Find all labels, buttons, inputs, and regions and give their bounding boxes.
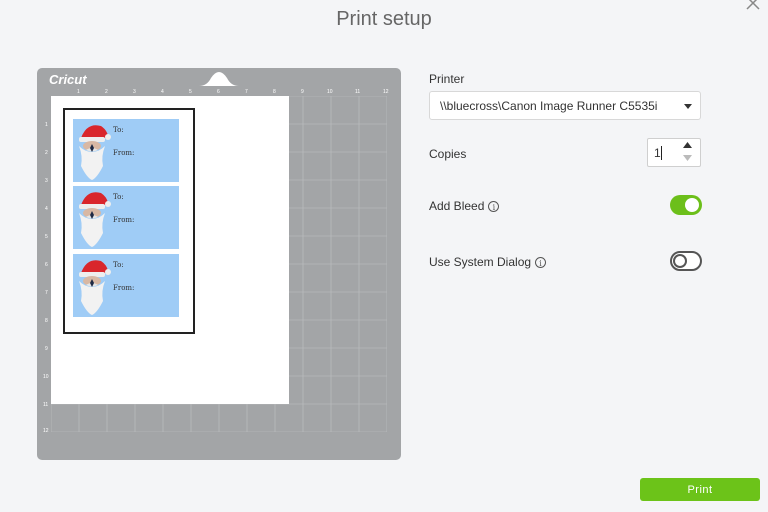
system-dialog-toggle[interactable] (670, 251, 702, 271)
gift-tag: To: From: (73, 186, 179, 249)
tag-from-label: From: (113, 284, 135, 292)
info-icon[interactable]: i (535, 257, 547, 269)
toggle-knob (685, 198, 699, 212)
print-button[interactable]: Print (640, 478, 760, 501)
ruler-tick: 1 (45, 122, 48, 128)
gift-tag: To: From: (73, 119, 179, 182)
ruler-tick: 11 (355, 89, 361, 95)
close-icon[interactable] (744, 0, 762, 12)
tag-from-label: From: (113, 149, 135, 157)
ruler-tick: 6 (217, 89, 220, 95)
mat-notch-icon (199, 72, 239, 86)
ruler-tick: 5 (45, 234, 48, 240)
ruler-tick: 4 (45, 206, 48, 212)
ruler-tick: 8 (45, 318, 48, 324)
cricut-logo: Cricut (49, 72, 87, 87)
ruler-tick: 10 (43, 374, 49, 380)
ruler-tick: 7 (245, 89, 248, 95)
ruler-tick: 12 (43, 428, 49, 434)
santa-icon (79, 192, 111, 247)
add-bleed-toggle[interactable] (670, 195, 702, 215)
ruler-tick: 10 (327, 89, 333, 95)
gift-tag: To: From: (73, 254, 179, 317)
tag-from-label: From: (113, 216, 135, 224)
toggle-knob (673, 254, 687, 268)
text-cursor (661, 146, 662, 160)
ruler-tick: 4 (161, 89, 164, 95)
ruler-tick: 12 (383, 89, 389, 95)
ruler-tick: 5 (189, 89, 192, 95)
printer-value: \\bluecross\Canon Image Runner C5535i (440, 99, 658, 113)
ruler-tick: 2 (45, 150, 48, 156)
ruler-tick: 9 (301, 89, 304, 95)
ruler-tick: 9 (45, 346, 48, 352)
ruler-tick: 6 (45, 262, 48, 268)
mat-preview: Cricut 1 (37, 68, 401, 460)
printer-label: Printer (429, 72, 465, 86)
decrement-icon[interactable] (683, 155, 692, 161)
dialog-title: Print setup (336, 8, 432, 30)
santa-icon (79, 125, 111, 180)
ruler-tick: 7 (45, 290, 48, 296)
ruler-tick: 3 (133, 89, 136, 95)
copies-label: Copies (429, 147, 467, 161)
increment-icon[interactable] (683, 142, 692, 148)
printer-select[interactable]: \\bluecross\Canon Image Runner C5535i (429, 91, 701, 120)
copies-stepper[interactable]: 1 (647, 138, 701, 167)
chevron-down-icon (684, 104, 692, 109)
tag-to-label: To: (113, 193, 124, 201)
tag-to-label: To: (113, 126, 124, 134)
ruler-tick: 2 (105, 89, 108, 95)
add-bleed-label: Add Bleed (429, 199, 485, 213)
tag-to-label: To: (113, 261, 124, 269)
copies-value: 1 (654, 146, 661, 160)
system-dialog-label: Use System Dialog (429, 255, 532, 269)
santa-icon (79, 260, 111, 315)
ruler-tick: 8 (273, 89, 276, 95)
info-icon[interactable]: i (488, 201, 500, 213)
ruler-tick: 3 (45, 178, 48, 184)
ruler-tick: 11 (43, 402, 49, 408)
print-then-cut-group[interactable]: To: From: To: From: (63, 108, 195, 334)
ruler-tick: 1 (77, 89, 80, 95)
